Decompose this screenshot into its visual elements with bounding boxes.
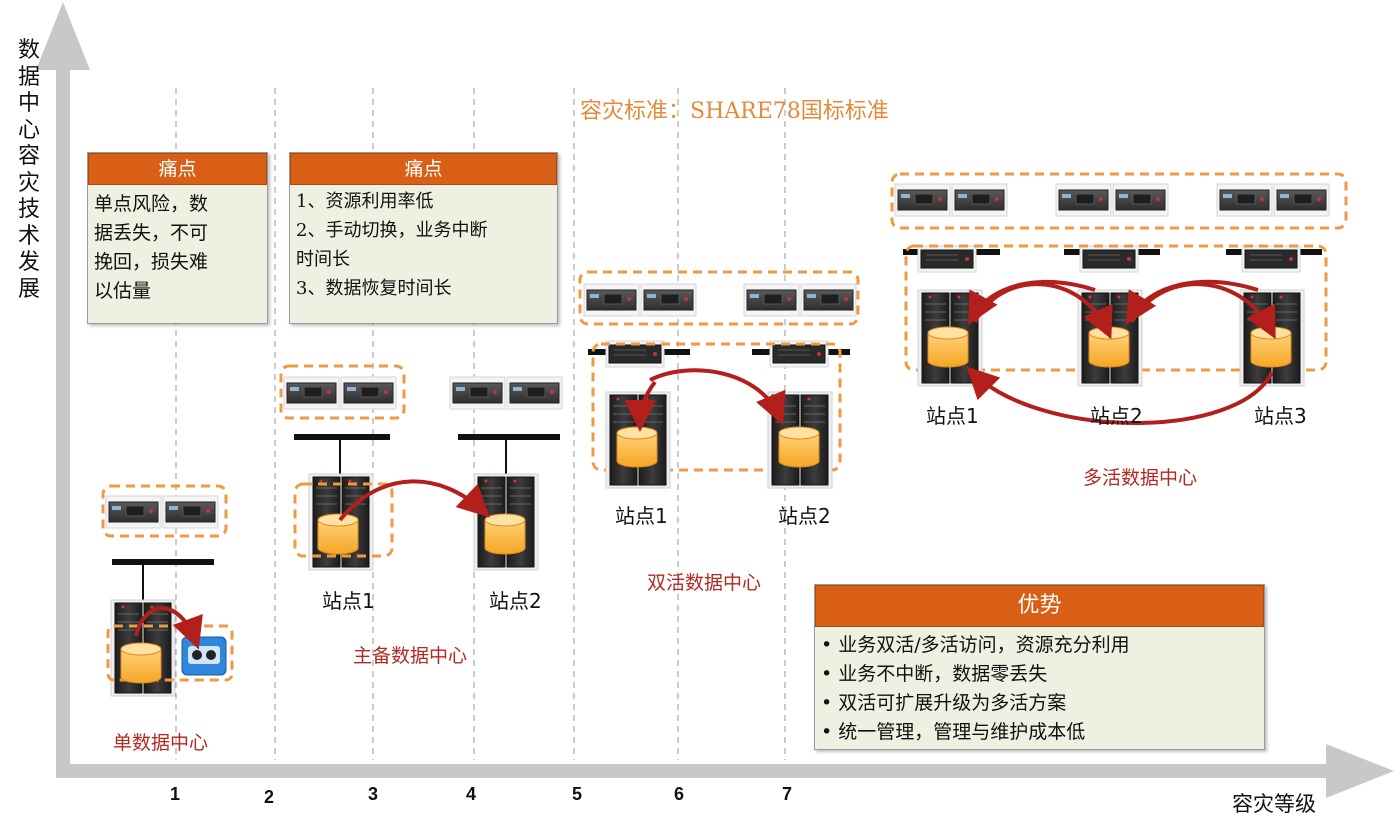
caption-single-dc: 单数据中心 [113, 732, 209, 754]
advantage-item: • 统一管理，管理与维护成本低 [821, 721, 1086, 743]
multi-active-diagram [890, 172, 1348, 425]
site-label-ma-3: 站点3 [1254, 404, 1307, 428]
site-label-ma-2: 站点2 [1090, 404, 1143, 428]
single-dc-diagram [101, 484, 234, 697]
pain-box-text: 单点风险，数 据丢失，不可 挽回，损失难 以估量 [94, 193, 209, 302]
x-axis [56, 744, 1394, 798]
active-standby-diagram [279, 364, 563, 571]
y-axis-label: 数据中心容灾技术发展 [17, 38, 40, 302]
standard-title: 容灾标准：SHARE78国标标准 [580, 99, 889, 124]
x-tick-5: 5 [572, 784, 583, 804]
advantage-item: • 业务双活/多活访问，资源充分利用 [821, 634, 1130, 656]
x-tick-3: 3 [368, 784, 379, 804]
x-tick-7: 7 [782, 784, 793, 804]
site-label-as-2: 站点2 [489, 589, 542, 613]
active-active-diagram [578, 270, 860, 489]
x-axis-label: 容灾等级 [1232, 792, 1316, 816]
x-tick-1: 1 [170, 784, 181, 804]
advantage-item: • 业务不中断，数据零丢失 [821, 663, 1048, 685]
site-label-aa-1: 站点1 [615, 504, 668, 528]
pain-box-active-standby: 痛点 1、资源利用率低 2、手动切换，业务中断 时间长 3、数据恢复时间长 [289, 152, 558, 324]
caption-multi-active: 多活数据中心 [1083, 467, 1198, 489]
x-tick-6: 6 [674, 784, 685, 804]
site-label-as-1: 站点1 [322, 589, 375, 613]
x-tick-4: 4 [466, 784, 477, 804]
y-axis [36, 2, 90, 778]
pain-box-header: 痛点 [290, 153, 557, 185]
advantage-box: 优势 • 业务双活/多活访问，资源充分利用 • 业务不中断，数据零丢失 • 双活… [814, 584, 1265, 750]
pain-box-single: 痛点 单点风险，数 据丢失，不可 挽回，损失难 以估量 [87, 152, 268, 324]
advantage-list: • 业务双活/多活访问，资源充分利用 • 业务不中断，数据零丢失 • 双活可扩展… [815, 627, 1264, 751]
site-label-aa-2: 站点2 [778, 504, 831, 528]
tape-icon [181, 636, 227, 676]
pain-box-text: 1、资源利用率低 2、手动切换，业务中断 时间长 3、数据恢复时间长 [296, 191, 488, 299]
advantage-box-header: 优势 [815, 585, 1264, 627]
caption-active-active: 双活数据中心 [647, 572, 762, 594]
x-tick-2: 2 [264, 787, 275, 807]
caption-active-standby: 主备数据中心 [353, 645, 468, 667]
pain-box-header: 痛点 [88, 153, 267, 185]
site-label-ma-1: 站点1 [926, 404, 979, 428]
advantage-item: • 双活可扩展升级为多活方案 [821, 692, 1067, 714]
